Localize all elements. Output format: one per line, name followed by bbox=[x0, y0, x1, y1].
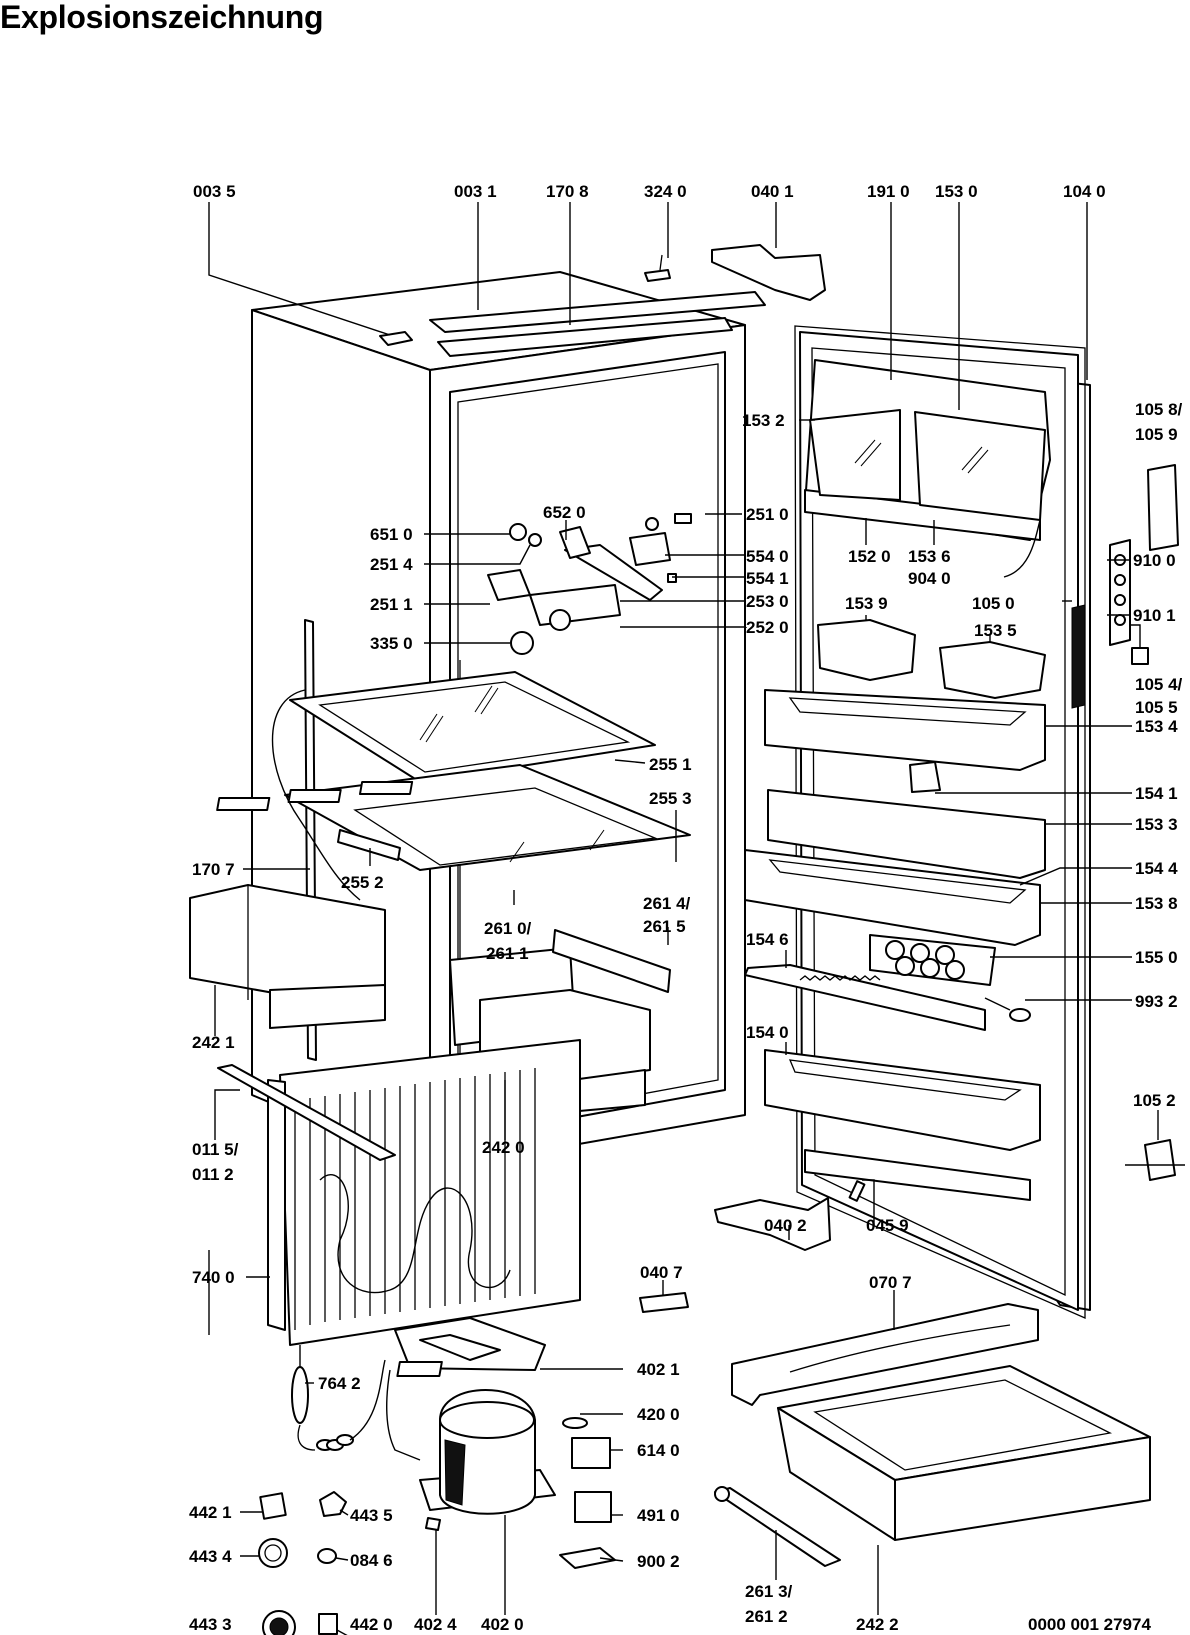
part-label: 261 4/ bbox=[643, 894, 691, 913]
part-label: 040 2 bbox=[764, 1216, 807, 1235]
part-label: 105 9 bbox=[1135, 425, 1178, 444]
part-label: 152 0 bbox=[848, 547, 891, 566]
page-title: Explosionszeichnung bbox=[0, 0, 324, 35]
capillary-tube bbox=[291, 1345, 386, 1451]
part-label: 420 0 bbox=[637, 1405, 680, 1424]
part-label: 443 4 bbox=[189, 1547, 232, 1566]
leader-lines bbox=[208, 202, 1159, 1635]
part-label: 900 2 bbox=[637, 1552, 680, 1571]
part-label: 443 5 bbox=[350, 1506, 393, 1525]
part-label: 105 4/ bbox=[1135, 675, 1183, 694]
part-label: 442 1 bbox=[189, 1503, 232, 1522]
part-label: 154 1 bbox=[1135, 784, 1178, 803]
part-label: 040 1 bbox=[751, 182, 794, 201]
part-label: 153 5 bbox=[974, 621, 1017, 640]
part-label: 402 0 bbox=[481, 1615, 524, 1634]
part-label: 242 2 bbox=[856, 1615, 899, 1634]
part-label: 443 3 bbox=[189, 1615, 232, 1634]
part-label: 154 4 bbox=[1135, 859, 1178, 878]
part-label: 242 1 bbox=[192, 1033, 235, 1052]
part-label: 153 3 bbox=[1135, 815, 1178, 834]
part-label: 003 1 bbox=[454, 182, 497, 201]
part-label: 740 0 bbox=[192, 1268, 235, 1287]
part-label: 040 7 bbox=[640, 1263, 683, 1282]
part-label: 155 0 bbox=[1135, 948, 1178, 967]
part-label: 105 8/ bbox=[1135, 400, 1183, 419]
part-label: 402 4 bbox=[414, 1615, 457, 1634]
part-label: 153 8 bbox=[1135, 894, 1178, 913]
part-label: 255 2 bbox=[341, 873, 384, 892]
small-parts bbox=[258, 1491, 347, 1635]
part-label: 153 4 bbox=[1135, 717, 1178, 736]
part-label: 084 6 bbox=[350, 1551, 393, 1570]
door bbox=[639, 244, 1185, 1319]
compressor bbox=[386, 1317, 616, 1569]
part-label: 652 0 bbox=[543, 503, 586, 522]
part-label: 910 0 bbox=[1133, 551, 1176, 570]
part-label: 011 5/ bbox=[192, 1140, 239, 1159]
part-label: 003 5 bbox=[193, 182, 236, 201]
part-label: 153 0 bbox=[935, 182, 978, 201]
part-label: 402 1 bbox=[637, 1360, 680, 1379]
part-number-labels: 003 5 003 1 170 8 324 0 040 1 191 0 153 … bbox=[189, 182, 1183, 1634]
part-label: 491 0 bbox=[637, 1506, 680, 1525]
part-label: 242 0 bbox=[482, 1138, 525, 1157]
part-label: 153 2 bbox=[742, 411, 785, 430]
part-label: 191 0 bbox=[867, 182, 910, 201]
part-label: 011 2 bbox=[192, 1165, 234, 1184]
part-label: 904 0 bbox=[908, 569, 951, 588]
part-label: 153 6 bbox=[908, 547, 951, 566]
part-label: 153 9 bbox=[845, 594, 888, 613]
part-label: 261 5 bbox=[643, 917, 686, 936]
part-label: 251 1 bbox=[370, 595, 413, 614]
glass-shelves bbox=[216, 671, 691, 901]
base-parts bbox=[217, 1064, 1151, 1567]
part-label: 170 8 bbox=[546, 182, 589, 201]
part-label: 261 0/ bbox=[484, 919, 532, 938]
part-label: 154 6 bbox=[746, 930, 789, 949]
condenser bbox=[267, 1039, 581, 1346]
part-label: 335 0 bbox=[370, 634, 413, 653]
part-label: 253 0 bbox=[746, 592, 789, 611]
part-label: 554 1 bbox=[746, 569, 789, 588]
part-label: 252 0 bbox=[746, 618, 789, 637]
part-label: 251 4 bbox=[370, 555, 413, 574]
control-assembly bbox=[487, 513, 692, 655]
part-label: 324 0 bbox=[644, 182, 687, 201]
part-label: 045 9 bbox=[866, 1216, 909, 1235]
part-label: 170 7 bbox=[192, 860, 235, 879]
part-label: 105 0 bbox=[972, 594, 1015, 613]
part-label: 261 3/ bbox=[745, 1582, 793, 1601]
part-label: 104 0 bbox=[1063, 182, 1106, 201]
part-label: 105 2 bbox=[1133, 1091, 1176, 1110]
part-label: 070 7 bbox=[869, 1273, 912, 1292]
drawing-number: 0000 001 27974 bbox=[1028, 1615, 1151, 1634]
part-label: 651 0 bbox=[370, 525, 413, 544]
part-label: 910 1 bbox=[1133, 606, 1176, 625]
part-label: 261 2 bbox=[745, 1607, 788, 1626]
part-label: 255 1 bbox=[649, 755, 692, 774]
part-label: 614 0 bbox=[637, 1441, 680, 1460]
part-label: 442 0 bbox=[350, 1615, 393, 1634]
part-label: 993 2 bbox=[1135, 992, 1178, 1011]
part-label: 764 2 bbox=[318, 1374, 361, 1393]
part-label: 154 0 bbox=[746, 1023, 789, 1042]
part-label: 251 0 bbox=[746, 505, 789, 524]
part-label: 261 1 bbox=[486, 944, 529, 963]
part-label: 554 0 bbox=[746, 547, 789, 566]
part-label: 255 3 bbox=[649, 789, 692, 808]
part-label: 105 5 bbox=[1135, 698, 1178, 717]
